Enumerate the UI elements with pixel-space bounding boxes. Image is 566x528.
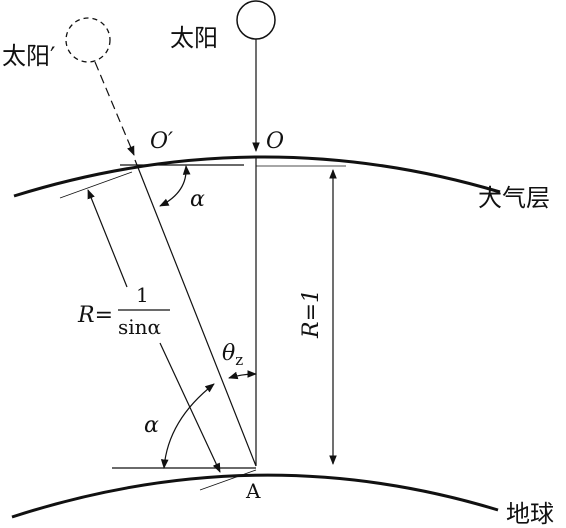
- earth-arc: [11, 473, 499, 519]
- theta-angle-arc: [228, 370, 257, 380]
- r-slant-denominator: sinα: [118, 315, 161, 339]
- theta-label: θz: [222, 341, 243, 369]
- alpha-top-label: α: [190, 187, 205, 212]
- slant-path-line: [134, 159, 257, 467]
- r-slant-ext-bottom: [199, 469, 257, 491]
- r-slant-dimension-upper: [87, 189, 128, 288]
- slant-sun-ray: [94, 61, 135, 156]
- r-slant-dimension-lower: [159, 342, 221, 473]
- alpha-bottom-label: α: [144, 413, 159, 438]
- r-slant-prefix: R=: [77, 303, 113, 328]
- sun-vertical-label: 太阳: [170, 24, 218, 52]
- point-o-label: O: [266, 129, 284, 154]
- sun-slant-circle: [65, 17, 111, 63]
- point-a-label: A: [245, 479, 261, 503]
- sun-slant-label: 太阳′: [2, 42, 55, 70]
- earth-label: 地球: [506, 500, 554, 528]
- atmosphere-label: 大气层: [478, 184, 550, 212]
- point-o-prime-label: O′: [150, 129, 173, 154]
- r-unit-label: R=1: [299, 289, 324, 339]
- sun-vertical-circle: [236, 0, 276, 40]
- alpha-top-angle-arc: [159, 165, 191, 207]
- r-slant-numerator: 1: [136, 283, 149, 307]
- alpha-bottom-angle-arc: [160, 383, 215, 469]
- r-slant-ext-top: [59, 171, 133, 199]
- atmosphere-arc: [13, 155, 501, 198]
